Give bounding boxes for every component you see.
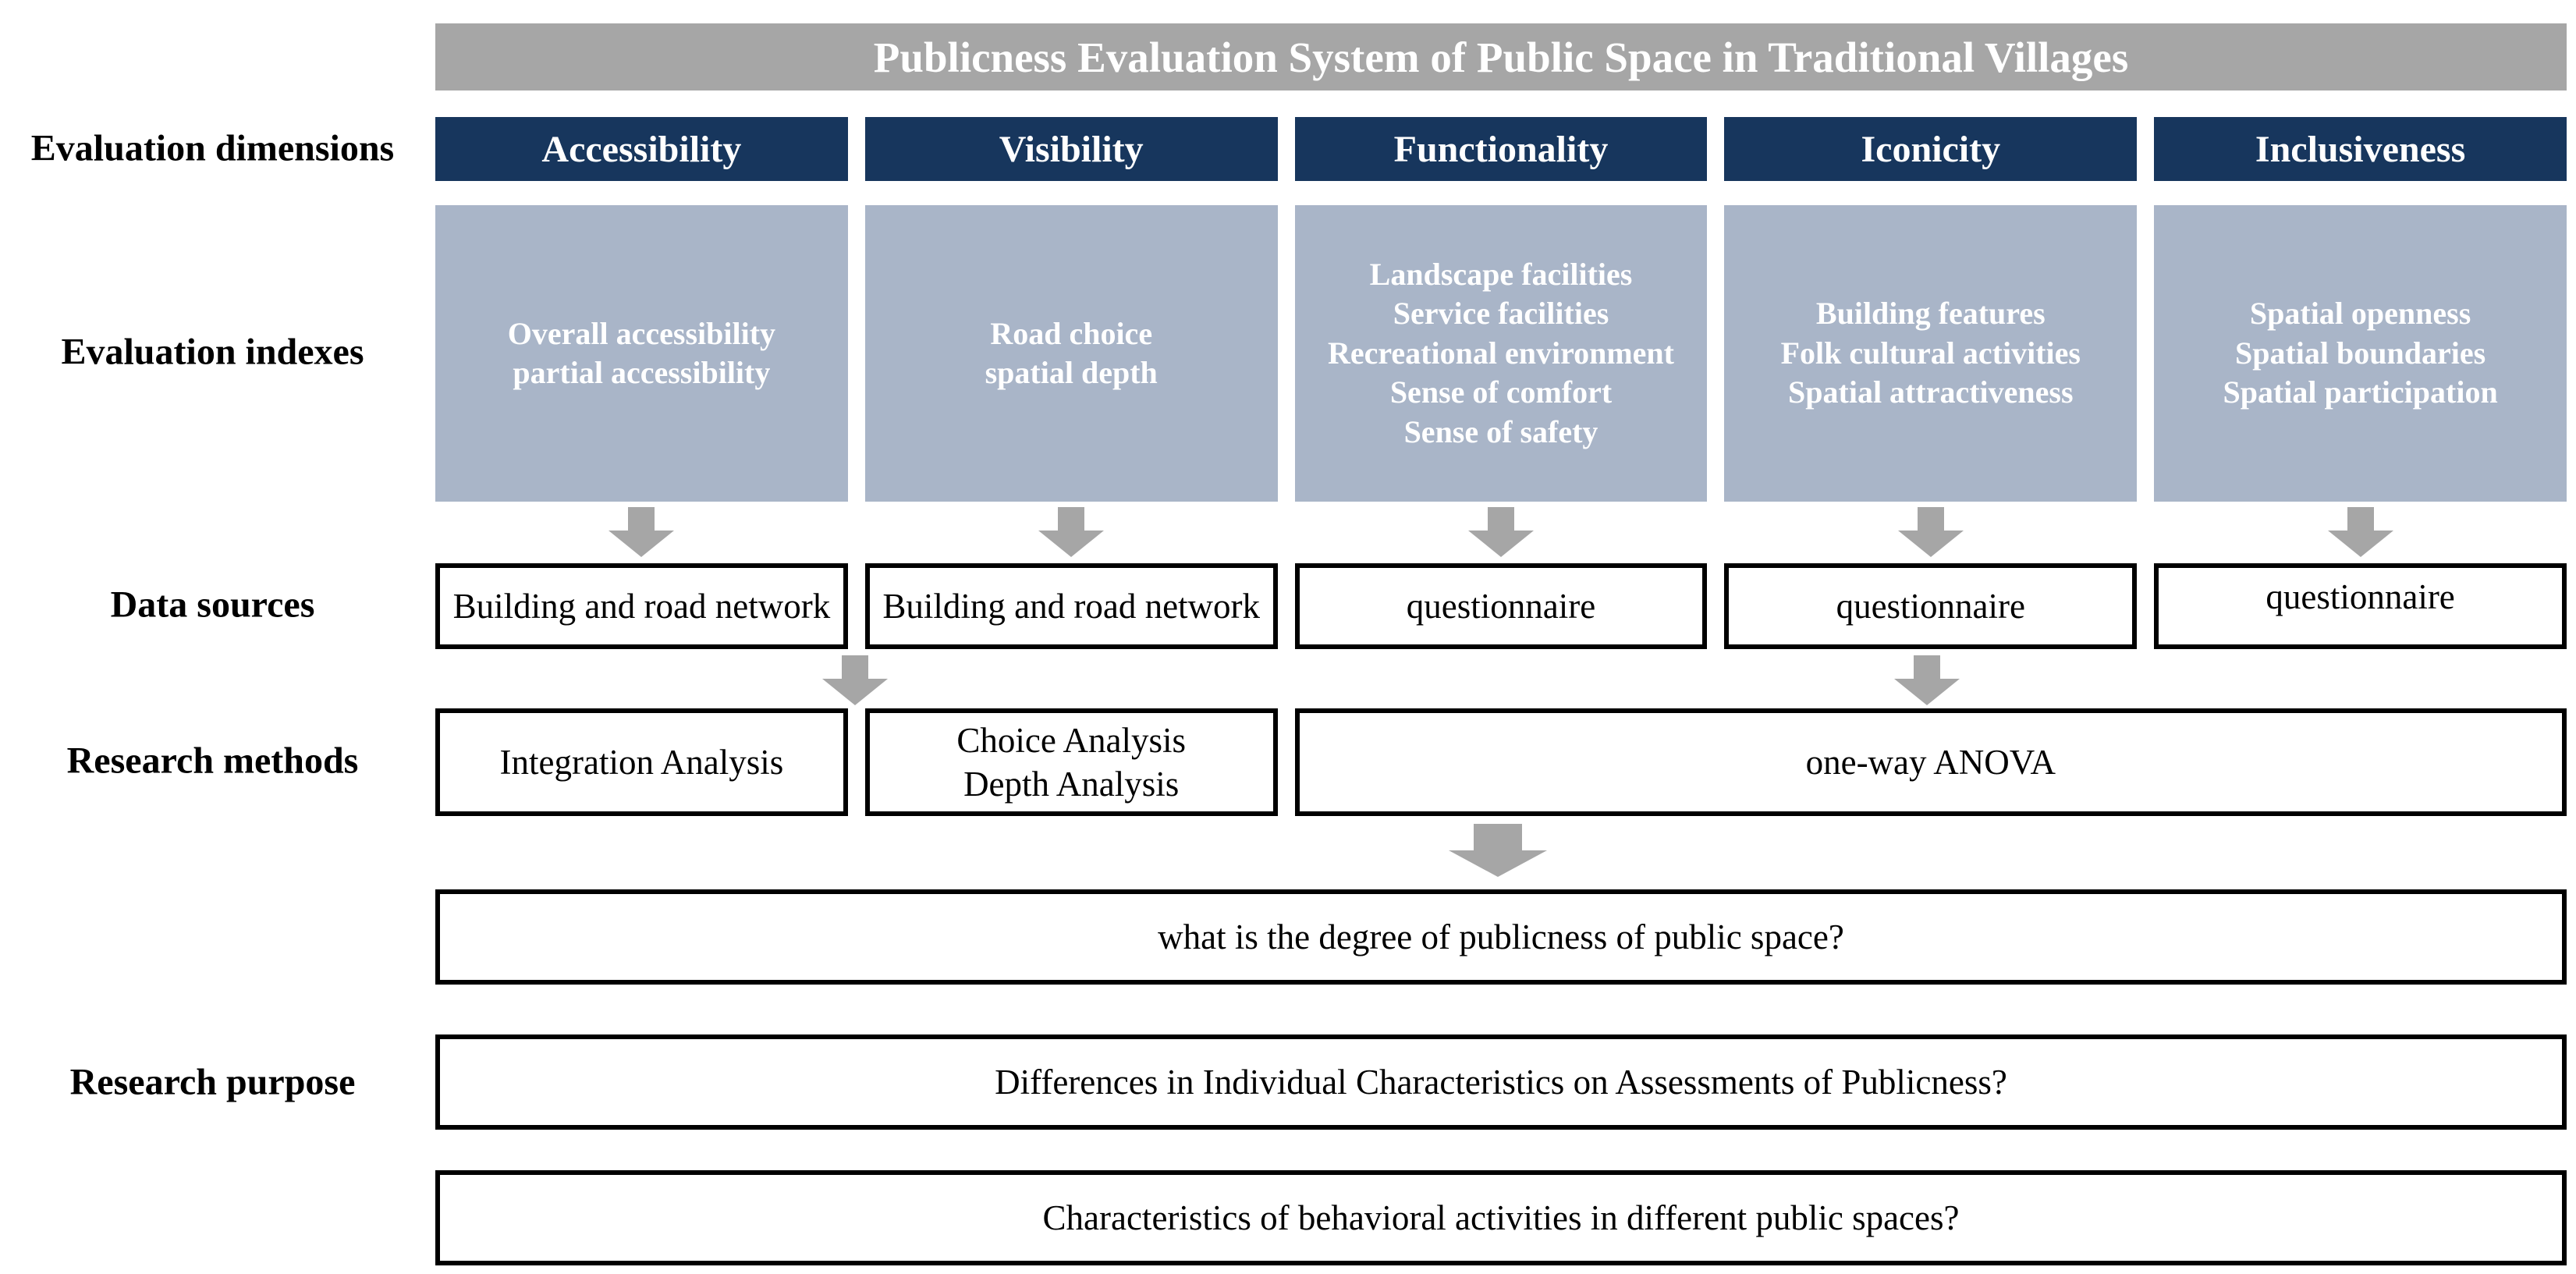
down-arrow-icon [1038, 507, 1105, 557]
index-box-iconicity: Building features Folk cultural activiti… [1724, 205, 2138, 502]
research-purpose-box-3: Characteristics of behavioral activities… [435, 1170, 2567, 1265]
data-source-box-visibility: Building and road network [864, 563, 1278, 649]
index-box-inclusiveness: Spatial openness Spatial boundaries Spat… [2154, 205, 2567, 502]
method-box-choice-depth-analysis: Choice Analysis Depth Analysis [864, 708, 1278, 816]
data-source-row: Building and road network Building and r… [435, 563, 2567, 649]
dimension-header-visibility: Visibility [864, 117, 1278, 181]
research-purpose-box-1: what is the degree of publicness of publ… [435, 889, 2567, 985]
index-box-visibility: Road choice spatial depth [864, 205, 1278, 502]
dimension-header-iconicity: Iconicity [1724, 117, 2138, 181]
index-box-functionality: Landscape facilities Service facilities … [1294, 205, 1708, 502]
down-arrow-icon [2327, 507, 2393, 557]
diagram-title-bar: Publicness Evaluation System of Public S… [435, 23, 2567, 90]
data-source-box-functionality: questionnaire [1294, 563, 1708, 649]
evaluation-index-row: Overall accessibility partial accessibil… [435, 205, 2567, 502]
down-arrow-icon [1897, 507, 1964, 557]
data-source-box-inclusiveness: questionnaire [2154, 563, 2567, 649]
method-box-one-way-anova: one-way ANOVA [1294, 708, 2567, 816]
dimension-header-functionality: Functionality [1294, 117, 1708, 181]
research-purpose-box-2: Differences in Individual Characteristic… [435, 1034, 2567, 1130]
index-box-accessibility: Overall accessibility partial accessibil… [435, 205, 848, 502]
research-methods-row: Integration Analysis Choice Analysis Dep… [435, 708, 2567, 816]
dimension-header-accessibility: Accessibility [435, 117, 848, 181]
down-arrow-icon [822, 655, 888, 705]
method-box-integration-analysis: Integration Analysis [435, 708, 848, 816]
data-source-box-accessibility: Building and road network [435, 563, 848, 649]
dimension-header-row: Accessibility Visibility Functionality I… [435, 117, 2567, 181]
down-arrow-icon [1467, 507, 1534, 557]
row-label-data-sources: Data sources [110, 584, 315, 626]
row-label-evaluation-indexes: Evaluation indexes [61, 331, 364, 373]
dimension-header-inclusiveness: Inclusiveness [2154, 117, 2567, 181]
down-arrow-icon [609, 507, 675, 557]
down-arrow-icon [1449, 824, 1547, 877]
row-label-research-purpose: Research purpose [69, 1061, 356, 1103]
index-to-data-arrow-row [435, 507, 2567, 559]
diagram-title: Publicness Evaluation System of Public S… [873, 33, 2129, 81]
row-label-research-methods: Research methods [66, 740, 359, 782]
data-source-box-iconicity: questionnaire [1724, 563, 2138, 649]
down-arrow-icon [1894, 655, 1960, 705]
row-label-evaluation-dimensions: Evaluation dimensions [30, 127, 395, 169]
